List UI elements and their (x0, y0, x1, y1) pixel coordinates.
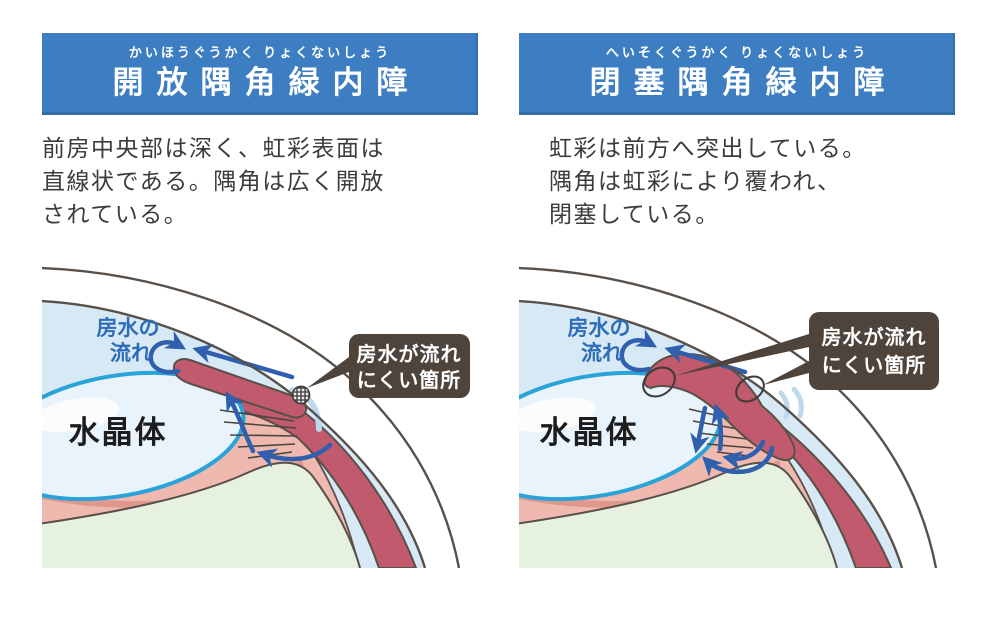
lens-label: 水晶体 (540, 415, 639, 450)
callout-text-line1: 房水が流れ (822, 325, 927, 349)
sclera-outer-outline (42, 266, 461, 568)
description-line: 隅角は虹彩により覆われ、 (549, 168, 842, 194)
vitreous (519, 462, 837, 568)
flow-label-line1: 房水の (97, 316, 160, 340)
callout-text-line1: 房水が流れ (357, 342, 462, 366)
title-angle-closure: 閉塞隅角緑内障 (589, 65, 898, 100)
callout-box (349, 334, 470, 398)
flow-label-line1: 房水の (568, 316, 631, 340)
open-angle-eye-diagram: 房水が流れ にくい箇所 房水の 流れ 水晶体 (42, 266, 470, 568)
pupillary-block-circle (642, 366, 676, 398)
furigana-open-angle: かいほうぐうかく りょくないしょう (128, 45, 392, 60)
description-line: 閉塞している。 (549, 201, 720, 227)
callout-pointer (763, 361, 809, 385)
description-line: 直線状である。隅角は広く開放 (42, 168, 385, 194)
cornea-inner-outline (519, 299, 904, 568)
blocked-flow-marks (778, 386, 804, 420)
callout-open-angle: 房水が流れ にくい箇所 (307, 334, 470, 398)
vitreous-outline (519, 461, 838, 568)
callout-pointer (674, 334, 809, 376)
description-angle-closure: 虹彩は前方へ突出している。 隅角は虹彩により覆われ、 閉塞している。 (549, 132, 955, 231)
description-line: されている。 (42, 201, 189, 227)
callout-box (809, 312, 939, 390)
lens-label: 水晶体 (69, 415, 168, 450)
furigana-angle-closure: へいそくぐうかく りょくないしょう (605, 45, 869, 60)
angle-closure-eye-diagram: 房水が流れ にくい箇所 房水の 流れ 水晶体 (519, 266, 939, 568)
callout-text-line2: にくい箇所 (357, 368, 462, 392)
callout-pointer (307, 357, 349, 388)
description-line: 虹彩は前方へ突出している。 (549, 135, 867, 161)
vitreous (42, 462, 360, 568)
closed-angle-circle (735, 375, 765, 403)
header-open-angle: かいほうぐうかく りょくないしょう 開放隅角緑内障 (42, 33, 478, 115)
panel-open-angle: かいほうぐうかく りょくないしょう 開放隅角緑内障 前房中央部は深く、虹彩表面は… (42, 33, 478, 568)
panel-angle-closure: へいそくぐうかく りょくないしょう 閉塞隅角緑内障 虹彩は前方へ突出している。 … (519, 33, 955, 568)
description-line: 前房中央部は深く、虹彩表面は (42, 135, 385, 161)
lens-highlight (42, 397, 120, 433)
callout-angle-closure: 房水が流れ にくい箇所 (674, 312, 939, 390)
two-panel-layout: かいほうぐうかく りょくないしょう 開放隅角緑内障 前房中央部は深く、虹彩表面は… (42, 33, 1000, 568)
callout-text-line2: にくい箇所 (822, 353, 927, 377)
lens (519, 370, 723, 502)
title-open-angle: 開放隅角緑内障 (112, 65, 421, 100)
description-open-angle: 前房中央部は深く、虹彩表面は 直線状である。隅角は広く開放 されている。 (42, 132, 478, 231)
flow-label-line2: 流れ (581, 341, 623, 365)
header-angle-closure: へいそくぐうかく りょくないしょう 閉塞隅角緑内障 (519, 33, 955, 115)
flow-label-line2: 流れ (110, 341, 152, 365)
lens-highlight (519, 397, 597, 433)
